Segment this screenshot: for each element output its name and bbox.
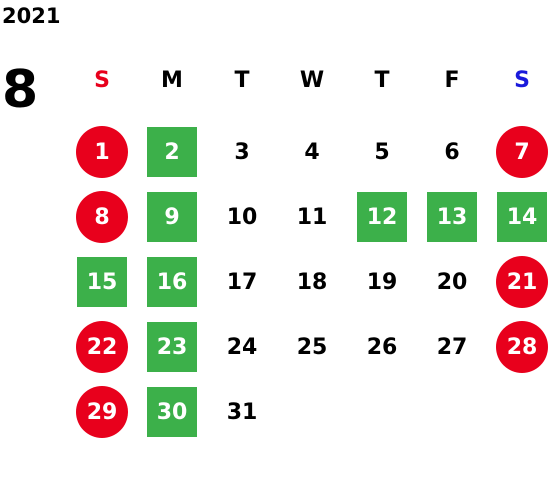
- day-number: 21: [496, 256, 548, 308]
- day-cell[interactable]: 6: [417, 120, 487, 184]
- day-number: 20: [436, 269, 468, 295]
- day-cell[interactable]: 20: [417, 250, 487, 314]
- day-number: 30: [147, 387, 197, 437]
- day-number: 9: [147, 192, 197, 242]
- day-cell[interactable]: 8: [67, 185, 137, 249]
- day-cell[interactable]: 17: [207, 250, 277, 314]
- day-cell[interactable]: 5: [347, 120, 417, 184]
- day-number: 2: [147, 127, 197, 177]
- day-number: 14: [497, 192, 547, 242]
- day-cell[interactable]: 29: [67, 380, 137, 444]
- day-cell[interactable]: 4: [277, 120, 347, 184]
- day-number: 13: [427, 192, 477, 242]
- weekday-header: S M T W T F S: [67, 64, 548, 98]
- day-number: 3: [234, 139, 250, 165]
- day-number: 22: [76, 321, 128, 373]
- day-number: 26: [366, 334, 398, 360]
- day-number: 8: [76, 191, 128, 243]
- day-number: 6: [444, 139, 460, 165]
- day-number: 16: [147, 257, 197, 307]
- day-cell[interactable]: 22: [67, 315, 137, 379]
- day-number: 25: [296, 334, 328, 360]
- day-cell[interactable]: 3: [207, 120, 277, 184]
- day-number: 23: [147, 322, 197, 372]
- day-cell[interactable]: 25: [277, 315, 347, 379]
- day-cell[interactable]: 14: [487, 185, 548, 249]
- day-cell[interactable]: 11: [277, 185, 347, 249]
- weekday-thursday: T: [374, 68, 390, 93]
- day-number: 31: [226, 399, 258, 425]
- day-cell[interactable]: 30: [137, 380, 207, 444]
- day-number: 29: [76, 386, 128, 438]
- day-cell[interactable]: 21: [487, 250, 548, 314]
- day-cell[interactable]: 16: [137, 250, 207, 314]
- day-number: 10: [226, 204, 258, 230]
- day-cell[interactable]: 10: [207, 185, 277, 249]
- day-cell[interactable]: 18: [277, 250, 347, 314]
- day-number: 27: [436, 334, 468, 360]
- day-cell[interactable]: 15: [67, 250, 137, 314]
- day-number: 4: [304, 139, 320, 165]
- day-number: 11: [296, 204, 328, 230]
- day-number: 17: [226, 269, 258, 295]
- day-cell[interactable]: 12: [347, 185, 417, 249]
- year-label: 2021: [2, 4, 61, 28]
- weekday-monday: M: [161, 68, 183, 93]
- day-number: 19: [366, 269, 398, 295]
- weekday-tuesday: T: [234, 68, 250, 93]
- day-cell[interactable]: 23: [137, 315, 207, 379]
- day-number: 1: [76, 126, 128, 178]
- day-number: 5: [374, 139, 390, 165]
- day-number: 15: [77, 257, 127, 307]
- day-number: 7: [496, 126, 548, 178]
- day-cell[interactable]: 24: [207, 315, 277, 379]
- day-cell[interactable]: 13: [417, 185, 487, 249]
- day-cell[interactable]: 31: [207, 380, 277, 444]
- day-cell[interactable]: 28: [487, 315, 548, 379]
- day-cell[interactable]: 26: [347, 315, 417, 379]
- month-number: 8: [2, 60, 39, 120]
- weekday-friday: F: [444, 68, 460, 93]
- day-cell[interactable]: 19: [347, 250, 417, 314]
- day-number: 12: [357, 192, 407, 242]
- day-cell[interactable]: 27: [417, 315, 487, 379]
- day-cell[interactable]: 9: [137, 185, 207, 249]
- day-cell[interactable]: 7: [487, 120, 548, 184]
- weekday-saturday: S: [514, 68, 530, 93]
- weekday-sunday: S: [94, 68, 110, 93]
- day-cell[interactable]: 1: [67, 120, 137, 184]
- day-number: 24: [226, 334, 258, 360]
- day-number: 28: [496, 321, 548, 373]
- weekday-wednesday: W: [299, 68, 325, 93]
- day-cell[interactable]: 2: [137, 120, 207, 184]
- day-number: 18: [296, 269, 328, 295]
